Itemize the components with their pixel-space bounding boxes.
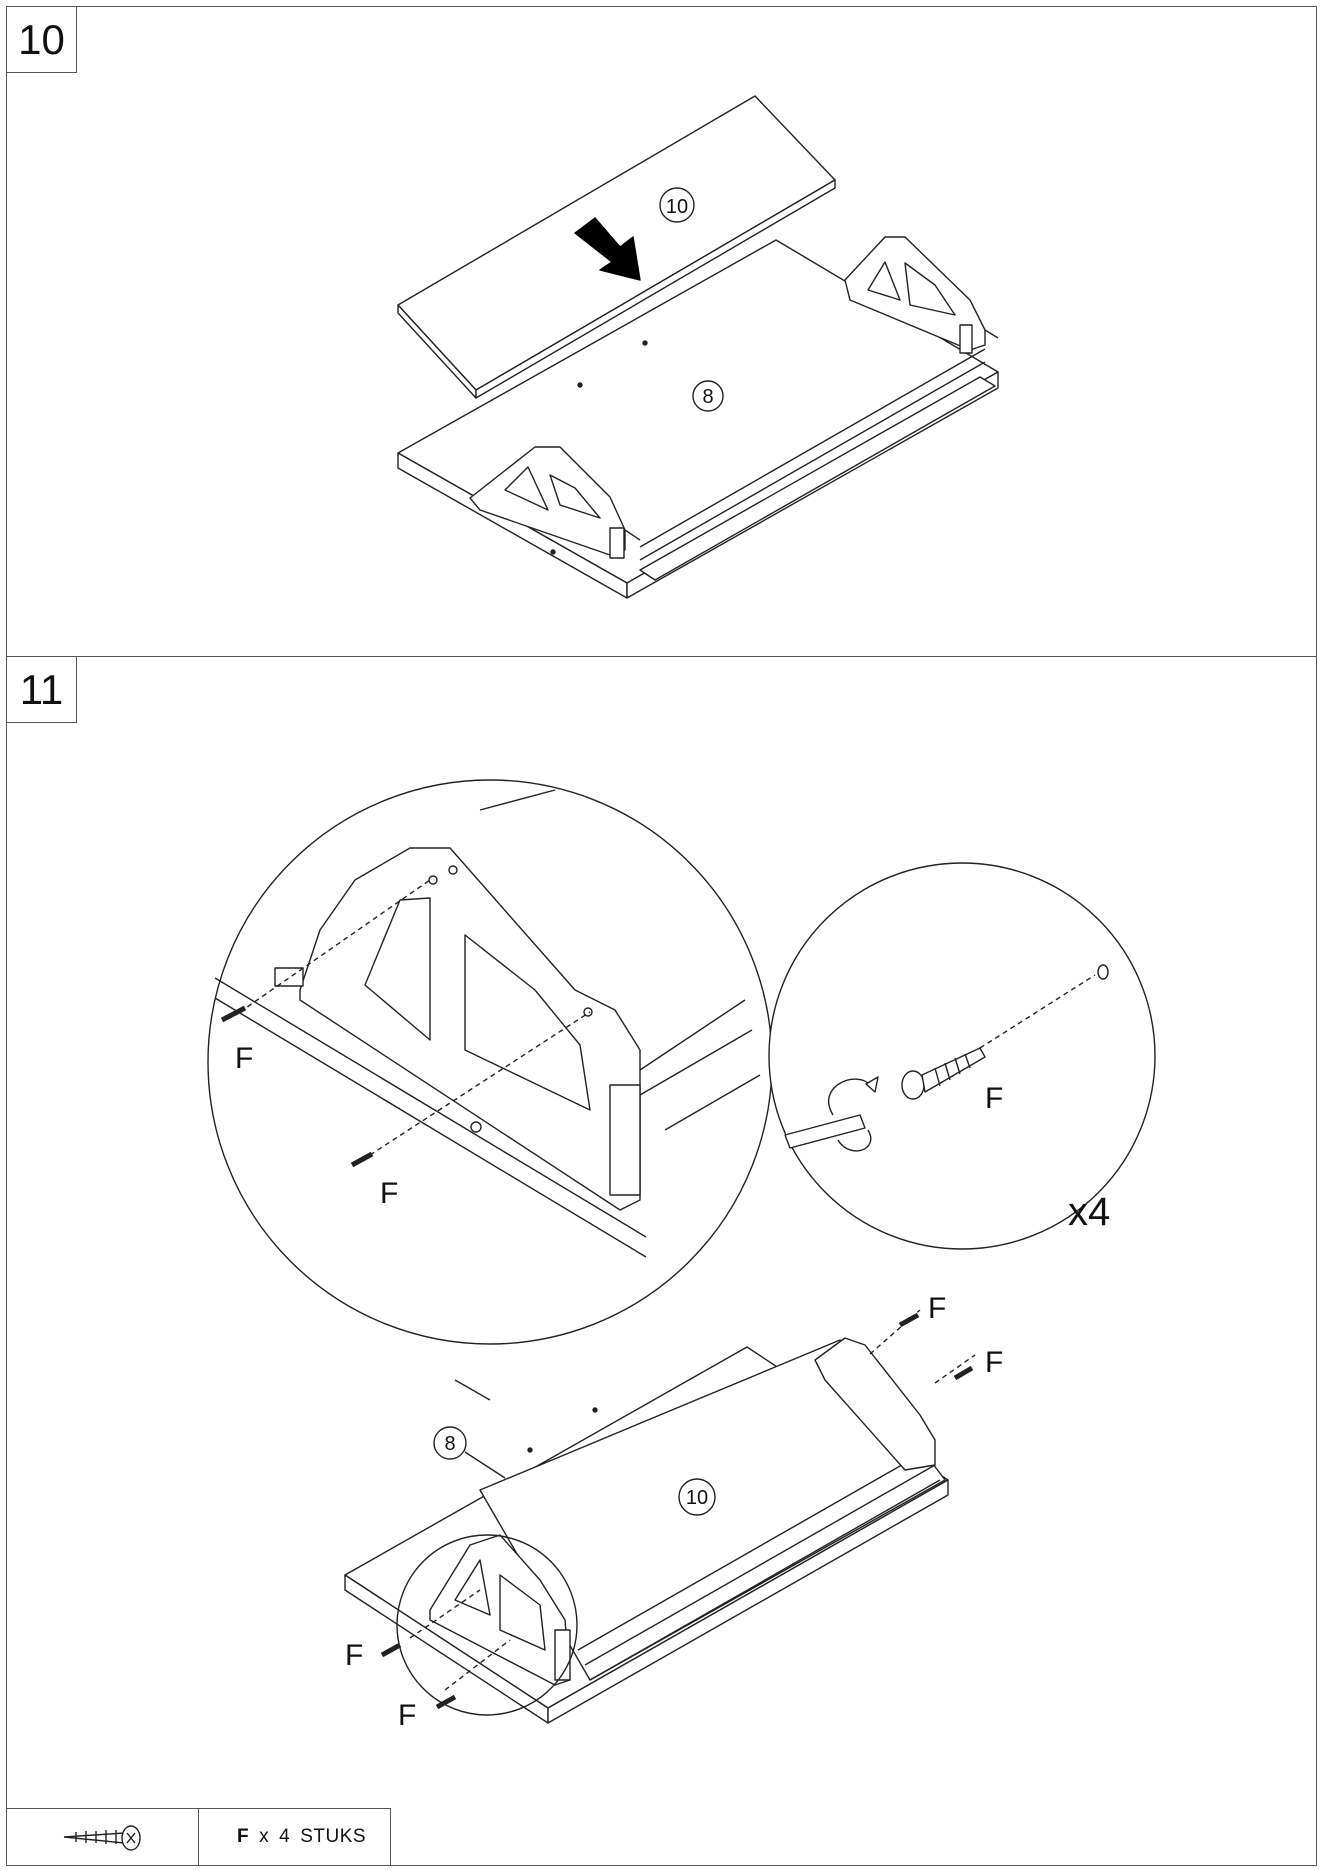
part-callout-8: [433, 1426, 467, 1460]
legend-unit: STUKS: [300, 1826, 367, 1847]
part-number-8: 8: [444, 1433, 455, 1455]
screw-label-f: F: [345, 1639, 363, 1672]
screw-label-f: F: [985, 1346, 1003, 1379]
bracket-back-right: [844, 236, 999, 354]
part-number-10: 10: [666, 196, 688, 218]
screw-label-f: F: [235, 1042, 253, 1075]
screw-icon: [380, 1312, 974, 1710]
screw-label-f: F: [380, 1177, 398, 1210]
legend-quantity-value: 4: [279, 1826, 291, 1847]
screw-label-f: F: [398, 1699, 416, 1732]
parts-legend: F x 4 STUKS: [6, 1808, 391, 1866]
legend-times: x: [259, 1826, 270, 1847]
step-divider: [6, 656, 1317, 657]
part-callout-8: [692, 380, 724, 412]
step-number-10: 10: [7, 7, 77, 73]
step11-overview: [344, 1309, 976, 1724]
legend-part-letter: F: [237, 1826, 250, 1847]
screw-icon: [220, 1005, 374, 1168]
step10-drawing: [397, 95, 999, 599]
legend-quantity: F x 4 STUKS: [199, 1809, 389, 1865]
quantity-multiplier: x4: [1068, 1190, 1110, 1234]
insert-arrow-icon: [574, 217, 641, 281]
step11-detail-screw: [768, 862, 1156, 1250]
part-number-8: 8: [702, 386, 713, 408]
legend-icon-cell: [6, 1809, 199, 1865]
bracket-front-left: [469, 446, 641, 559]
screw-icon: [63, 1825, 141, 1851]
part-callout-10: [678, 1478, 716, 1516]
screw-label-f: F: [985, 1082, 1003, 1115]
instruction-page-frame: [6, 6, 1317, 1866]
step-number-11: 11: [7, 657, 77, 723]
part-number-10: 10: [686, 1487, 708, 1509]
part-callout-10: [659, 187, 695, 223]
step11-detail-bracket: [207, 779, 773, 1345]
screw-label-f: F: [928, 1292, 946, 1325]
